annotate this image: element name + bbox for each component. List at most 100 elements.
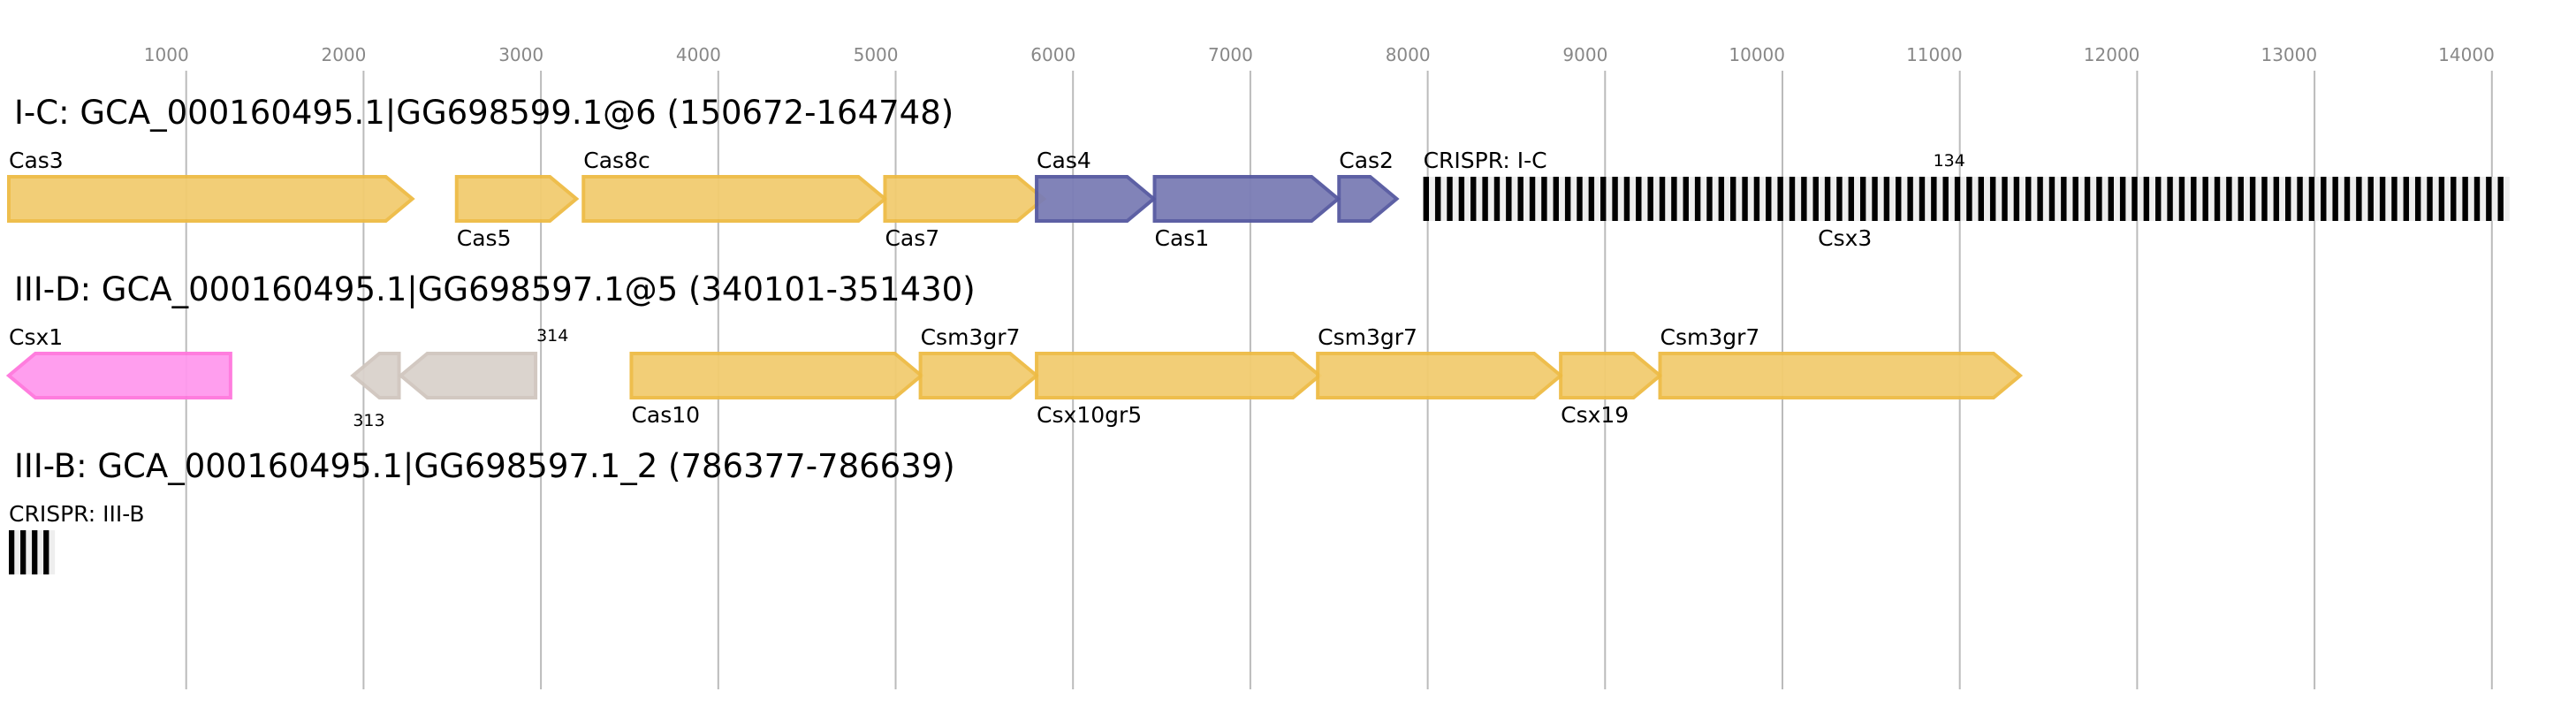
tick-label: 2000 — [321, 44, 366, 65]
track-i-c: I-C: GCA_000160495.1|GG698599.1@6 (15067… — [7, 94, 2510, 251]
crispr-repeat — [1493, 177, 1501, 221]
gene-shape[interactable] — [1316, 352, 1564, 399]
crispr-repeat — [2084, 177, 2091, 221]
gene-shape[interactable] — [629, 352, 924, 399]
crispr-repeat — [2002, 177, 2008, 221]
feature-label: Csm3gr7 — [1318, 324, 1417, 350]
crispr-repeat — [2451, 177, 2457, 221]
feature-label: Cas5 — [457, 225, 512, 251]
gene-arrow[interactable]: Csx19 — [1559, 352, 1663, 428]
crispr-repeat — [2497, 177, 2504, 221]
gene-shape[interactable] — [918, 352, 1040, 399]
crispr-repeat — [1978, 177, 1985, 221]
crispr-repeat — [2238, 177, 2244, 221]
gene-shape[interactable] — [1152, 175, 1341, 223]
crispr-repeat — [2108, 177, 2114, 221]
crispr-repeat — [1729, 177, 1736, 221]
gene-shape[interactable] — [581, 175, 888, 223]
crispr-repeat — [2486, 177, 2492, 221]
crispr-repeat — [2249, 177, 2256, 221]
crispr-repeat — [1753, 177, 1760, 221]
gene-arrow[interactable]: Cas4 — [1035, 148, 1157, 223]
feature-label: Cas2 — [1339, 148, 1394, 173]
feature-label: 314 — [536, 326, 568, 346]
feature-label: Cas3 — [9, 148, 64, 173]
crispr-repeat — [1989, 177, 1996, 221]
gene-arrow[interactable]: Csx1 — [5, 324, 232, 399]
feature-label: Csm3gr7 — [921, 324, 1021, 350]
crispr-array[interactable]: CRISPR: III-B — [9, 501, 145, 574]
gene-arrow[interactable]: Csm3gr7 — [1658, 324, 2024, 399]
crispr-repeat — [2037, 177, 2043, 221]
gene-shape[interactable] — [883, 175, 1047, 223]
crispr-repeat — [1458, 177, 1465, 221]
track-title: I-C: GCA_000160495.1|GG698599.1@6 (15067… — [14, 94, 954, 132]
crispr-repeat — [1966, 177, 1972, 221]
crispr-repeat — [1706, 177, 1713, 221]
feature-label: Csx1 — [9, 324, 63, 350]
gene-arrow[interactable]: Csx10gr5 — [1035, 352, 1323, 428]
crispr-repeat — [1907, 177, 1913, 221]
crispr-repeat — [1694, 177, 1701, 221]
crispr-repeat — [1623, 177, 1630, 221]
crispr-repeat — [1896, 177, 1902, 221]
gene-shape[interactable] — [454, 175, 580, 223]
tracks: I-C: GCA_000160495.1|GG698599.1@6 (15067… — [5, 94, 2510, 574]
gene-arrow[interactable]: Csm3gr7 — [1316, 324, 1564, 399]
gene-shape[interactable] — [5, 352, 232, 399]
crispr-repeat — [1506, 177, 1512, 221]
feature-label: Csm3gr7 — [1660, 324, 1760, 350]
crispr-repeat — [1789, 177, 1796, 221]
crispr-repeat — [1777, 177, 1783, 221]
crispr-repeat — [2025, 177, 2032, 221]
tick-label: 10000 — [1729, 44, 1785, 65]
gene-arrow[interactable]: Cas8c — [581, 148, 888, 223]
crispr-repeat — [2155, 177, 2162, 221]
crispr-repeat — [1588, 177, 1595, 221]
crispr-repeat — [1434, 177, 1441, 221]
gene-arrow[interactable]: Cas1 — [1152, 175, 1341, 251]
track-iii-b: III-B: GCA_000160495.1|GG698597.1_2 (786… — [9, 447, 955, 574]
crispr-repeat — [2414, 177, 2421, 221]
crispr-repeat — [1541, 177, 1547, 221]
gene-arrow[interactable]: Cas2 — [1337, 148, 1400, 223]
gene-shape[interactable] — [398, 352, 538, 399]
tick-label: 1000 — [144, 44, 189, 65]
crispr-repeat — [1919, 177, 1926, 221]
tick-label: 5000 — [854, 44, 899, 65]
feature-label: CRISPR: I-C — [1424, 148, 1547, 173]
gene-shape[interactable] — [1658, 352, 2024, 399]
crispr-array[interactable]: CRISPR: I-C — [1423, 148, 2510, 221]
feature-label: 313 — [353, 411, 384, 430]
crispr-repeat — [2261, 177, 2268, 221]
gene-shape[interactable] — [350, 352, 401, 399]
gene-shape[interactable] — [1559, 352, 1663, 399]
crispr-repeat — [1517, 177, 1524, 221]
gene-arrow[interactable]: Cas3 — [7, 148, 415, 223]
gene-shape[interactable] — [1035, 175, 1157, 223]
feature-label: CRISPR: III-B — [9, 501, 145, 527]
tick-label: 8000 — [1386, 44, 1431, 65]
gene-arrow[interactable]: Cas5 — [454, 175, 580, 251]
crispr-repeat — [2013, 177, 2020, 221]
gene-shape[interactable] — [1337, 175, 1400, 223]
gene-arrow[interactable]: Csm3gr7 — [918, 324, 1040, 399]
crispr-repeat — [1812, 177, 1819, 221]
crispr-repeat — [1683, 177, 1689, 221]
crispr-repeat — [1848, 177, 1855, 221]
annotation-label: Csx3 — [1818, 225, 1872, 251]
crispr-repeat — [2119, 177, 2126, 221]
crispr-repeat — [20, 530, 27, 574]
tick-label: 6000 — [1030, 44, 1075, 65]
feature-label: Csx19 — [1561, 402, 1629, 428]
gene-arrow[interactable]: Cas7 — [883, 175, 1047, 251]
gene-shape[interactable] — [7, 175, 415, 223]
gene-shape[interactable] — [1035, 352, 1323, 399]
crispr-repeat — [2356, 177, 2362, 221]
gene-arrow[interactable]: 313 — [350, 352, 401, 430]
gene-arrow[interactable]: 314 — [398, 326, 569, 399]
crispr-repeat — [2048, 177, 2055, 221]
crispr-repeat — [2178, 177, 2185, 221]
gene-arrow[interactable]: Cas10 — [629, 352, 924, 428]
